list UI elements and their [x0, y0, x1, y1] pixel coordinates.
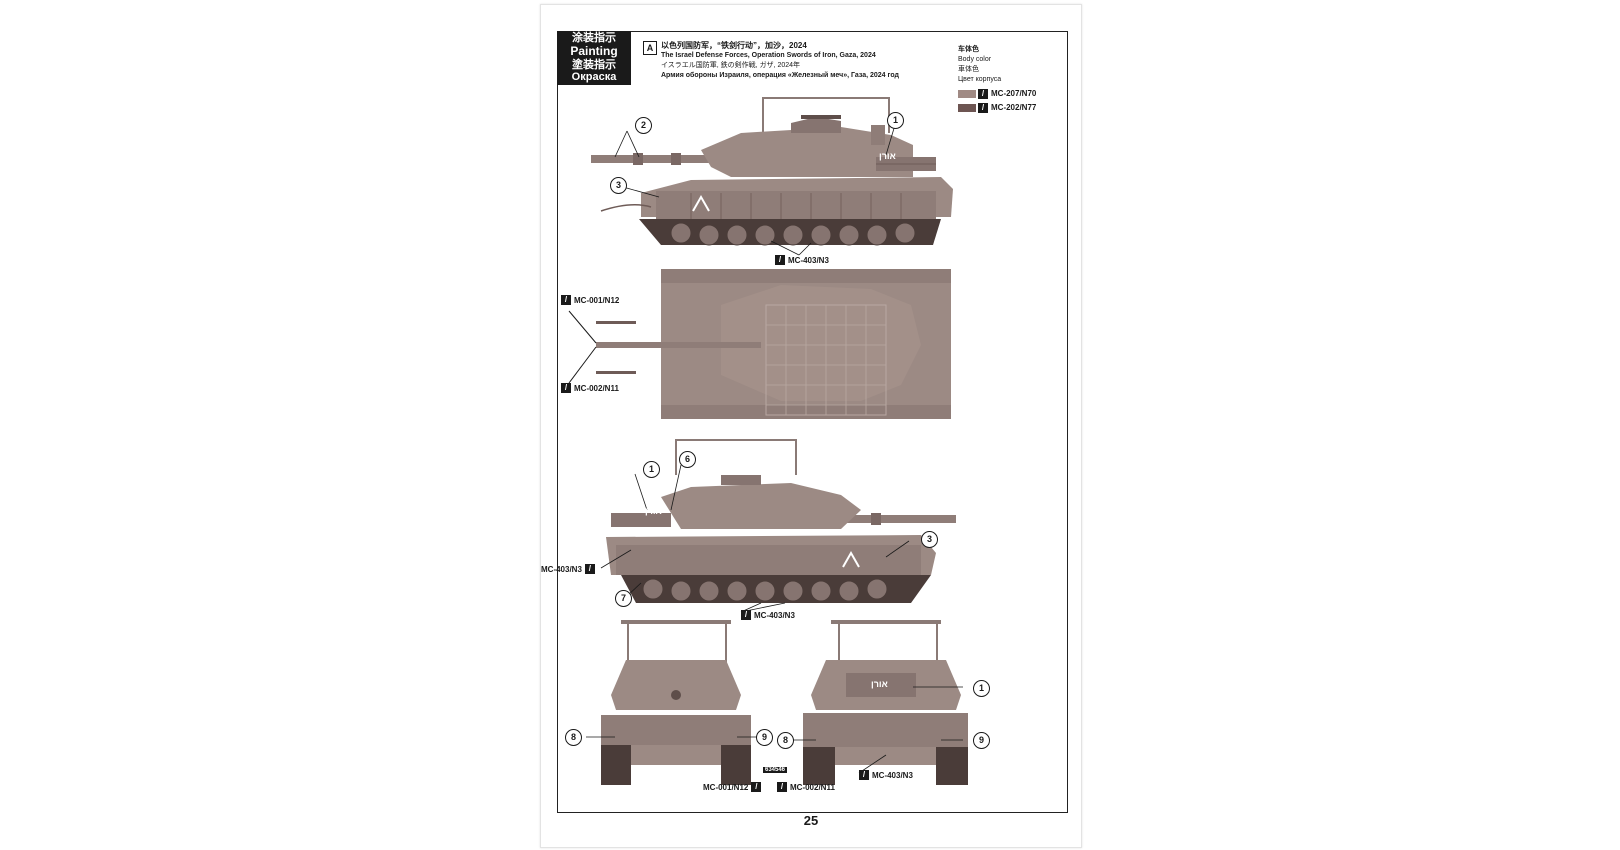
- body-color-cn: 车体色: [958, 46, 979, 53]
- swatch-code-2: MC-202/N77: [991, 103, 1037, 112]
- paint-label-side2-tracks: / MC-403/N3: [741, 610, 795, 620]
- scheme-cn: 以色列国防军，“铁剑行动”，加沙，2024: [661, 41, 807, 50]
- plate-number: 634546: [763, 767, 788, 773]
- brush-icon: /: [978, 103, 988, 113]
- painting-header: 涂装指示 Painting 塗装指示 Окраска: [557, 31, 631, 85]
- body-color-legend: 车体色 Body color 車体色 Цвет корпуса / MC-207…: [958, 45, 1058, 113]
- header-cn: 涂装指示: [572, 32, 616, 45]
- scheme-caption: A 以色列国防军，“铁剑行动”，加沙，2024 The Israel Defen…: [643, 41, 951, 81]
- tank-side-view-right: [606, 439, 956, 603]
- header-jp: 塗装指示: [572, 58, 616, 71]
- callout-8: 8: [565, 729, 582, 746]
- brush-icon: /: [777, 782, 787, 792]
- instruction-page: 涂装指示 Painting 塗装指示 Окраска A 以色列国防军，“铁剑行…: [540, 4, 1082, 848]
- tank-front-view: [601, 620, 751, 785]
- swatch-code-1: MC-207/N70: [991, 89, 1037, 98]
- swatch-row-2: / MC-202/N77: [958, 103, 1058, 113]
- tank-rear-view: [803, 620, 968, 785]
- scheme-ru: Армия обороны Израиля, операция «Железны…: [661, 72, 899, 79]
- callout-8: 8: [777, 732, 794, 749]
- tank-top-view: [568, 269, 951, 419]
- paint-label-rear-tracks: / MC-403/N3: [859, 770, 913, 780]
- brush-icon: /: [741, 610, 751, 620]
- paint-label-side2-hull: MC-403/N3 /: [541, 564, 595, 574]
- turret-marking-1: אורן: [879, 151, 896, 161]
- scheme-badge: A: [643, 41, 657, 55]
- tank-illustrations: [568, 97, 968, 785]
- paint-label-front-left: MC-001/N12 /: [703, 782, 764, 792]
- swatch-row-1: / MC-207/N70: [958, 89, 1058, 99]
- callout-2: 2: [635, 117, 652, 134]
- brush-icon: /: [561, 295, 571, 305]
- callout-9: 9: [973, 732, 990, 749]
- callout-3: 3: [921, 531, 938, 548]
- callout-7: 7: [615, 590, 632, 607]
- header-ru: Окраска: [571, 71, 617, 84]
- brush-icon: /: [859, 770, 869, 780]
- body-color-jp: 車体色: [958, 66, 979, 73]
- callout-1: 1: [643, 461, 660, 478]
- callout-9: 9: [756, 729, 773, 746]
- callout-6: 6: [679, 451, 696, 468]
- paint-label-front-right: / MC-002/N11: [777, 782, 835, 792]
- brush-icon: /: [561, 383, 571, 393]
- brush-icon: /: [775, 255, 785, 265]
- paint-label-side1-tracks: / MC-403/N3: [775, 255, 829, 265]
- header-en: Painting: [570, 43, 618, 58]
- callout-1: 1: [973, 680, 990, 697]
- body-color-ru: Цвет корпуса: [958, 76, 1002, 83]
- callout-1: 1: [887, 112, 904, 129]
- brush-icon: /: [584, 564, 595, 574]
- turret-marking-3: אורן: [871, 679, 888, 689]
- scheme-jp: イスラエル国防軍, 鉄の剣作戦, ガザ, 2024年: [661, 62, 801, 69]
- turret-marking-2: אורן: [645, 506, 662, 516]
- body-color-en: Body color: [958, 56, 992, 63]
- swatch-color-2: [958, 104, 976, 112]
- paint-label-top-upper: / MC-001/N12: [561, 295, 619, 305]
- callout-3: 3: [610, 177, 627, 194]
- swatch-color-1: [958, 90, 976, 98]
- page-frame: [557, 31, 1068, 813]
- paint-label-top-lower: / MC-002/N11: [561, 383, 619, 393]
- brush-icon: /: [978, 89, 988, 99]
- scheme-en: The Israel Defense Forces, Operation Swo…: [661, 52, 876, 59]
- page-number: 25: [803, 813, 819, 828]
- tank-side-view-left: [591, 97, 953, 246]
- brush-icon: /: [751, 782, 762, 792]
